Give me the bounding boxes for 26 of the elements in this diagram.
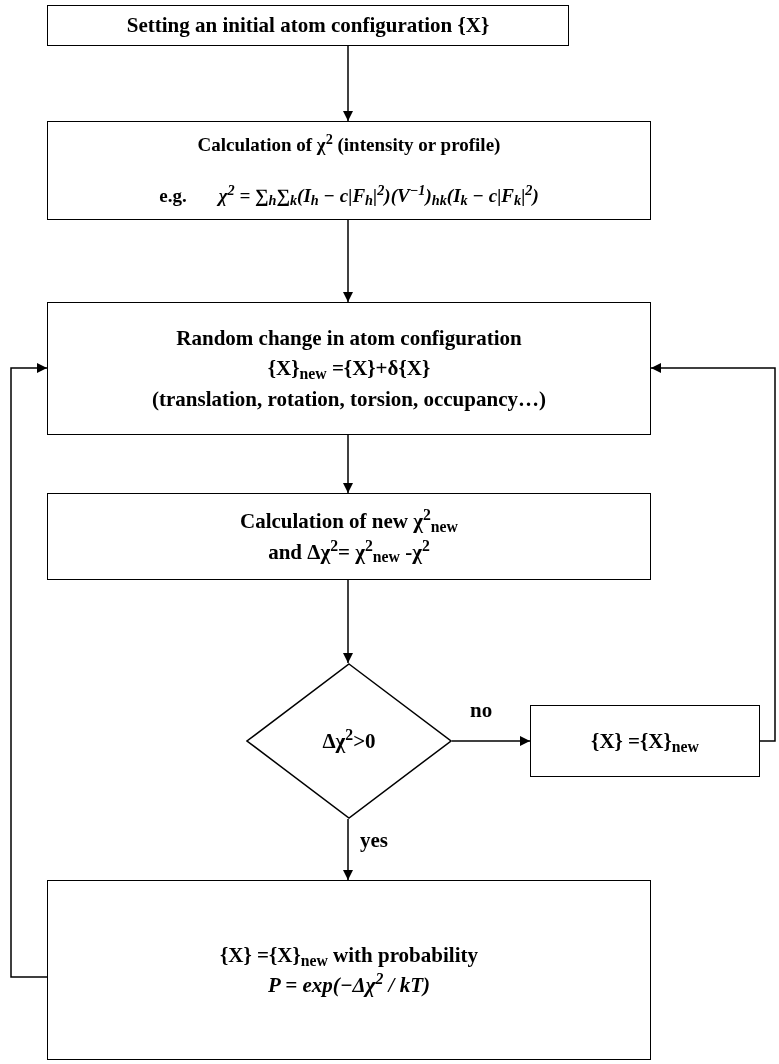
- process-box: [47, 493, 651, 580]
- node-text: and Δχ$^{2}$= χ$^{2}$$_{new}$ -χ$^{2}$: [268, 538, 430, 565]
- arrow: [343, 579, 353, 664]
- process-box: [47, 880, 651, 1060]
- node-text: e.g.: [159, 183, 187, 208]
- arrow: [10, 363, 48, 978]
- formula: χ$^{2}$ = ∑$_{h}$∑$_{k}$(I$_{h}$ − c|F$_{h}$|$^{2}$)(V$^{−1}$)$_{hk}$(I$_{k}$ − c|F$_{k}$|$^{2}$): [218, 183, 539, 208]
- formula: P = exp(−Δχ$^{2}$ / kT): [268, 972, 430, 999]
- arrow: [343, 219, 353, 303]
- node-text: Random change in atom configuration: [176, 325, 522, 352]
- process-box: [47, 302, 651, 435]
- node-text: Setting an initial atom configuration {X}: [126, 12, 490, 39]
- node-text: Calculation of χ$^{2}$ (intensity or profile): [197, 133, 501, 158]
- arrow: [650, 363, 776, 742]
- process-box: [47, 5, 569, 46]
- node-text: {X}$_{new}$ ={X}+δ{X}: [267, 355, 431, 382]
- arrow: [451, 736, 531, 746]
- process-box: [530, 705, 760, 777]
- arrow: [343, 818, 353, 881]
- node-text: Δχ$^{2}$>0: [322, 727, 376, 755]
- process-box: [47, 121, 651, 220]
- node-text: (translation, rotation, torsion, occupancy…): [152, 385, 546, 412]
- node-text: {X} ={X}$_{new}$: [591, 727, 699, 755]
- arrow: [343, 45, 353, 122]
- arrow: [343, 434, 353, 494]
- node-text: {X} ={X}$_{new}$ with probability: [220, 941, 478, 968]
